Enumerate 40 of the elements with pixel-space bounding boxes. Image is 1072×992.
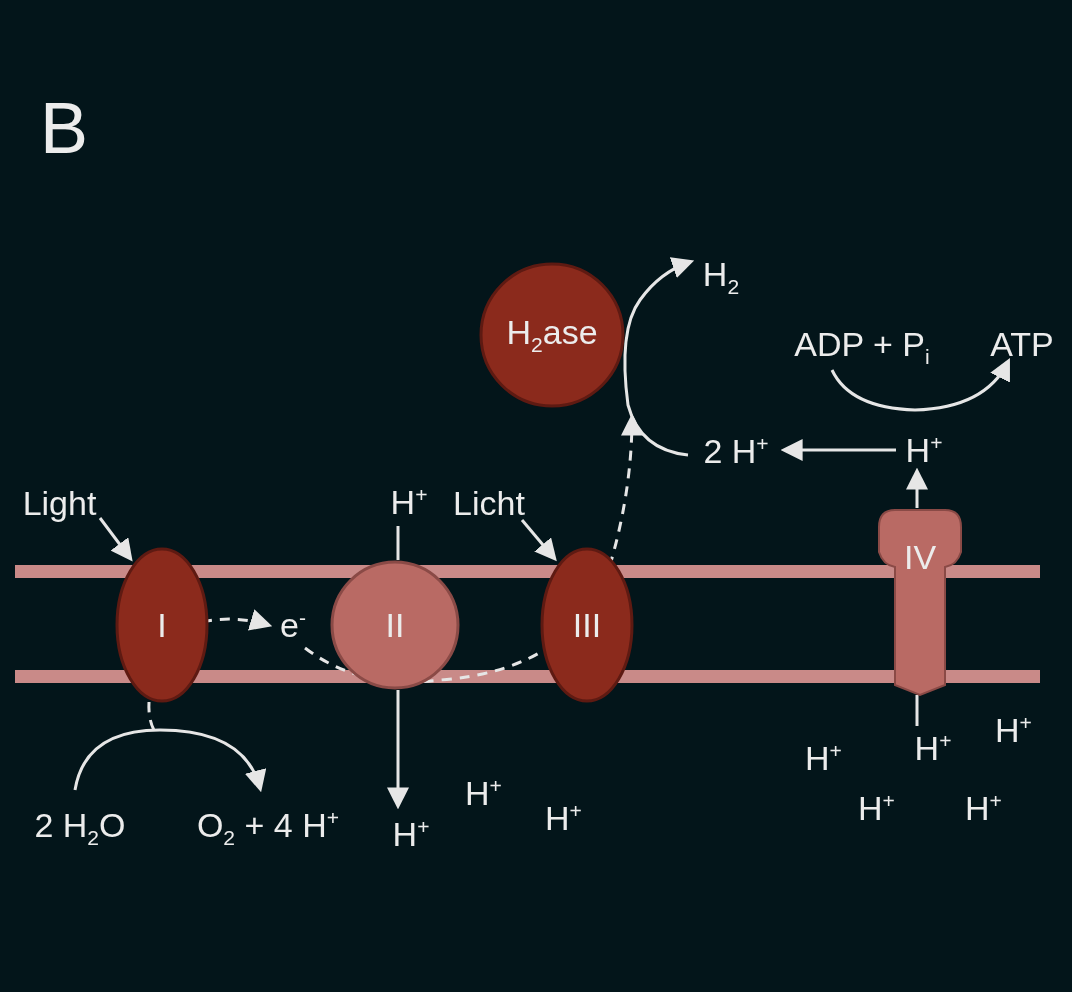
enzyme-circle bbox=[479, 262, 625, 408]
protein-complex bbox=[540, 547, 634, 703]
reactant-label: 2 H$_{2}$O bbox=[20, 803, 140, 853]
proton-label: H$^{+}$ bbox=[545, 800, 582, 836]
proton-label: 2 H$^{+}$ bbox=[690, 428, 782, 474]
electron-label: e$^{-}$ bbox=[270, 603, 316, 647]
product-label: ATP bbox=[983, 322, 1061, 366]
line bbox=[915, 695, 919, 726]
line bbox=[396, 526, 400, 560]
proton-label: H$^{+}$ bbox=[905, 726, 961, 770]
proton-label: H$^{+}$ bbox=[995, 712, 1032, 748]
complex-label: IV bbox=[903, 540, 937, 574]
complex-label: II bbox=[385, 608, 405, 642]
arrow bbox=[830, 358, 1011, 412]
arrow bbox=[520, 519, 557, 562]
atp-synthase bbox=[875, 507, 965, 697]
arrow bbox=[73, 728, 266, 793]
arrow bbox=[98, 517, 133, 562]
proton-label: H$^{+}$ bbox=[898, 428, 950, 472]
proton-label: H$^{+}$ bbox=[965, 790, 1002, 826]
arrow bbox=[780, 439, 896, 461]
proton-label: H$^{+}$ bbox=[383, 480, 435, 524]
proton-label: H$^{+}$ bbox=[465, 775, 502, 811]
arrow bbox=[623, 257, 695, 457]
protein-complex bbox=[115, 547, 209, 703]
hydrogen-label: H$_{2}$ bbox=[693, 252, 749, 302]
arrow bbox=[906, 467, 928, 508]
complex-label: I bbox=[157, 608, 167, 642]
protein-complex bbox=[330, 560, 460, 690]
light-label: Licht bbox=[443, 482, 535, 524]
panel-letter: B bbox=[40, 92, 89, 164]
proton-label: H$^{+}$ bbox=[385, 812, 437, 856]
arrow bbox=[387, 690, 409, 810]
product-label: O$_{2}$ + 4 H$^{+}$ bbox=[176, 803, 360, 853]
reactant-label: ADP + P$_{i}$ bbox=[787, 322, 937, 372]
proton-label: H$^{+}$ bbox=[858, 790, 895, 826]
complex-label: H$_{2}$ase bbox=[506, 315, 598, 355]
complex-label: III bbox=[572, 608, 602, 642]
light-label: Light bbox=[12, 482, 107, 524]
proton-label: H$^{+}$ bbox=[805, 740, 842, 776]
